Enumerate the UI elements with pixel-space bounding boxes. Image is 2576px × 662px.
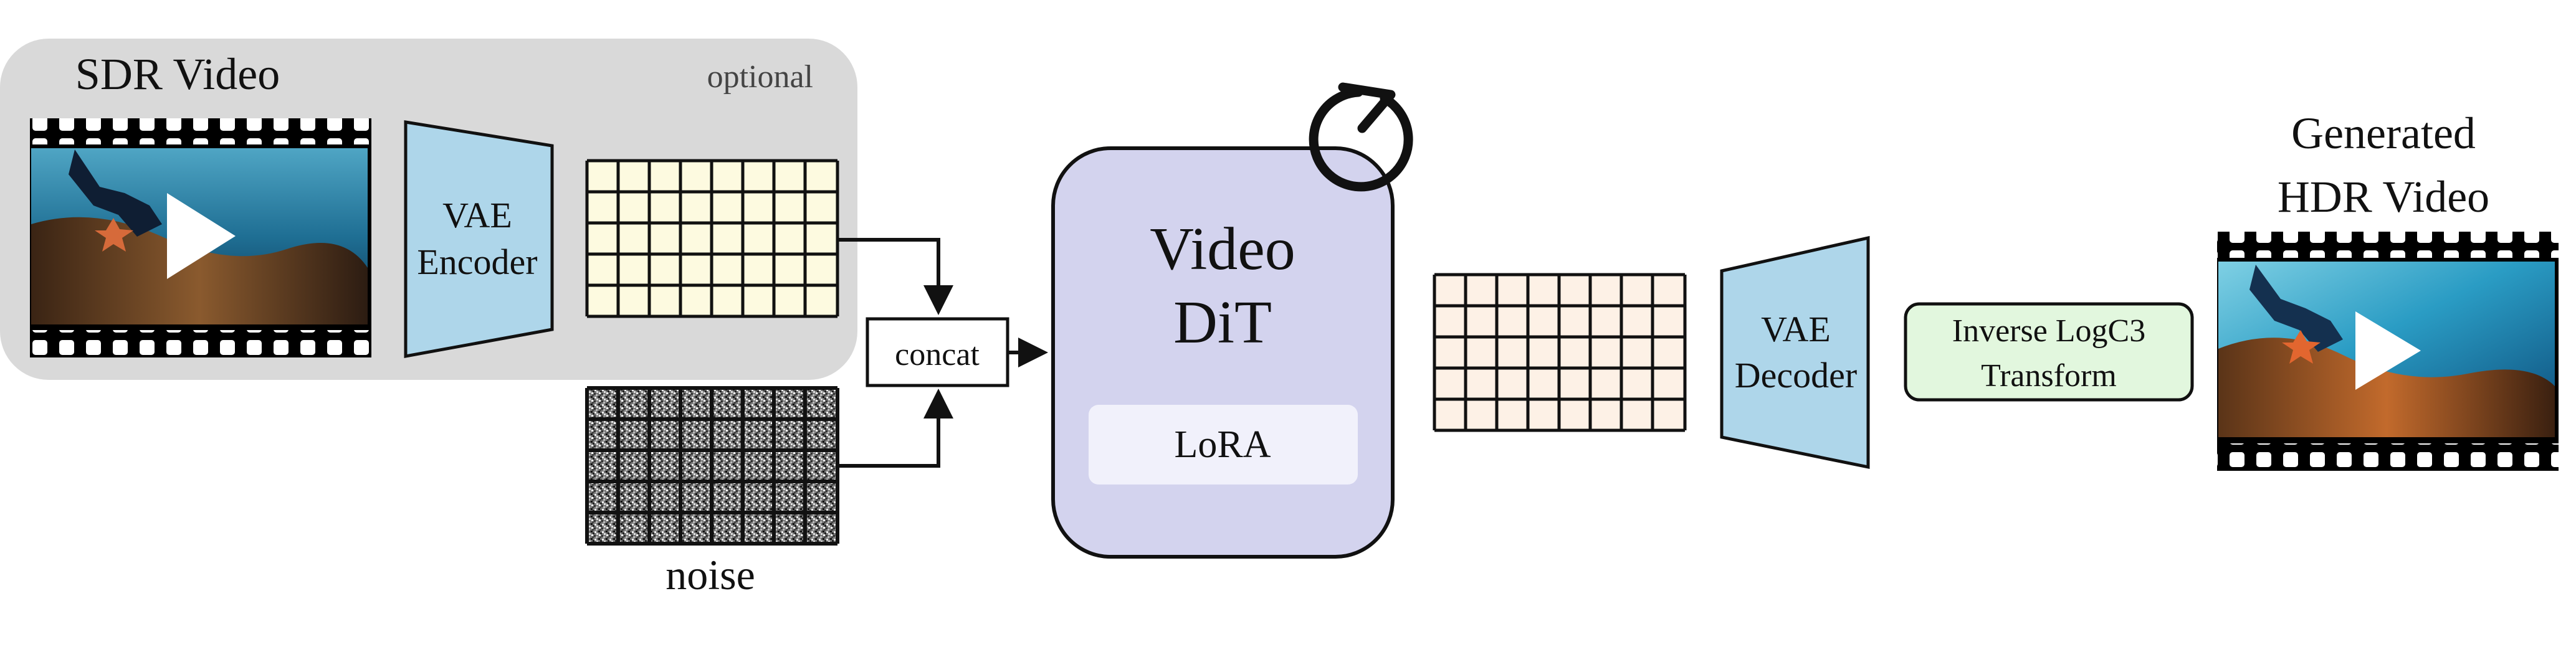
sdr-video-thumbnail (30, 118, 371, 357)
noise-grid (585, 386, 839, 546)
vae-decoder-line2: Decoder (1735, 355, 1857, 395)
inverse-logc3-box (1904, 302, 2194, 402)
output-title-line2: HDR Video (2278, 172, 2489, 222)
vae-encoder-line2: Encoder (417, 242, 537, 282)
vae-decoder (1720, 235, 1870, 470)
inverse-logc3-line2: Transform (1981, 358, 2117, 394)
encoded-latent-grid (585, 159, 839, 318)
output-title-line1: Generated (2291, 108, 2476, 158)
lora-label: LoRA (1175, 423, 1271, 466)
vae-encoder (404, 120, 554, 358)
noise-label: noise (665, 551, 755, 598)
video-dit-line2: DiT (1173, 289, 1272, 356)
refresh-icon (1309, 82, 1413, 192)
noise-to-concat-arrow (837, 389, 953, 468)
lora-box (1089, 405, 1358, 485)
concat-box (866, 317, 1009, 387)
output-latent-grid (1433, 273, 1687, 432)
sdr-video-title: SDR Video (75, 49, 280, 99)
concat-label: concat (895, 337, 980, 372)
vae-encoder-line1: VAE (442, 195, 512, 235)
video-dit-line1: Video (1150, 215, 1295, 283)
latent-to-concat-arrow (837, 238, 953, 315)
inverse-logc3-line1: Inverse LogC3 (1952, 313, 2145, 349)
hdr-video-thumbnail (2217, 232, 2559, 471)
vae-decoder-line1: VAE (1761, 309, 1831, 349)
play-icon (2355, 311, 2421, 390)
optional-label: optional (707, 59, 813, 95)
play-icon (167, 193, 236, 279)
